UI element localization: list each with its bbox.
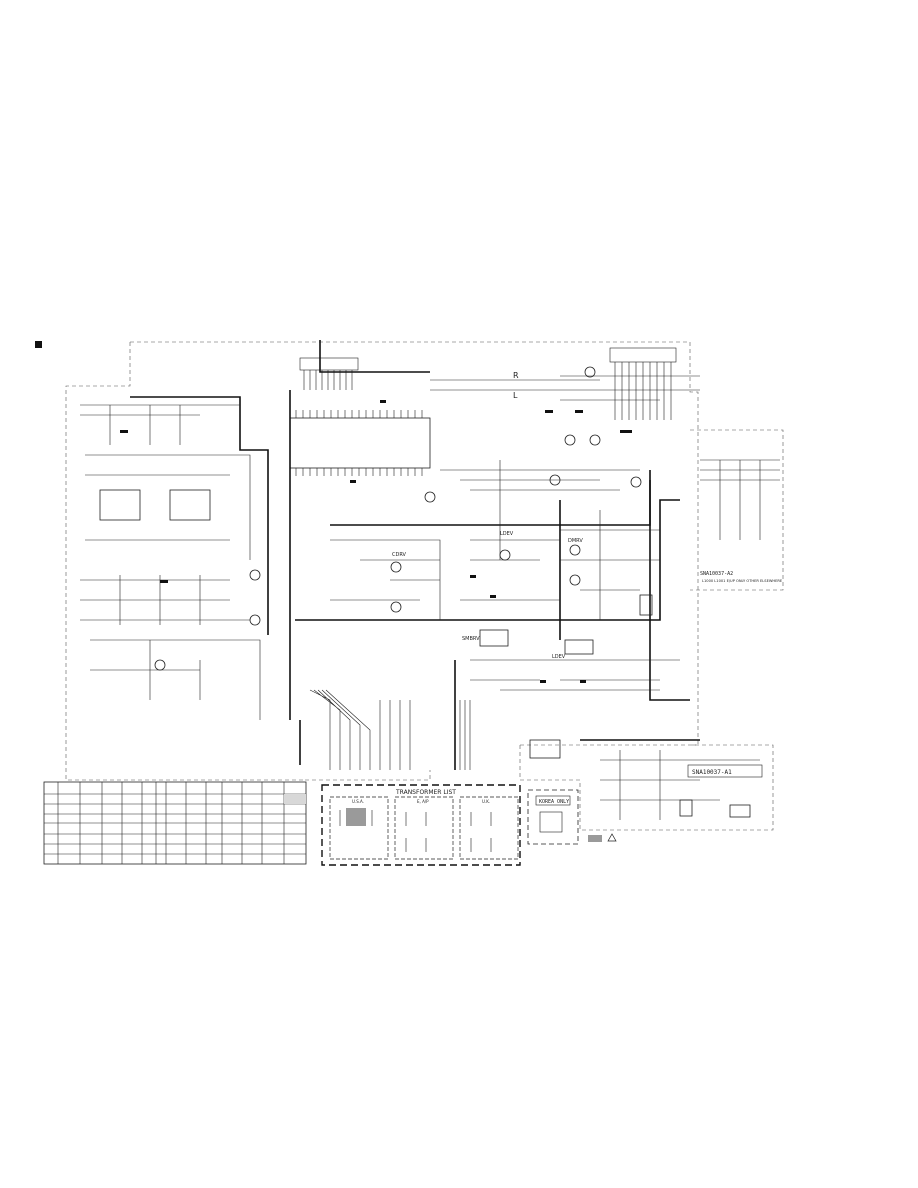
label-r: R: [513, 371, 519, 380]
transformer-list: TRANSFORMER LIST U.S.A. E, A/P U.K.: [321, 784, 521, 866]
label-smbrv: SMBRV: [462, 636, 480, 642]
label-l: L: [513, 391, 518, 400]
spec-table: [43, 781, 307, 865]
label-ldev-bottom: LDEV: [552, 654, 566, 660]
korea-only-label: KOREA ONLY: [539, 799, 569, 805]
board-outlines: [65, 341, 784, 831]
korea-only-box: KOREA ONLY: [527, 789, 579, 845]
tf-label-c: U.K.: [482, 799, 490, 804]
label-ldev-top: LDEV: [500, 531, 514, 537]
tf-label-a: U.S.A.: [352, 799, 364, 804]
safety-swatch: [588, 835, 602, 842]
tf-label-b: E, A/P: [417, 799, 429, 804]
thin-wiring: [80, 375, 780, 820]
section-marker: [35, 341, 42, 348]
model-code-bottom: SNA10037-A1: [692, 769, 732, 776]
transformer-list-title: TRANSFORMER LIST: [395, 789, 456, 796]
bus-lines: [130, 340, 700, 770]
model-code-box: [687, 764, 763, 778]
note-bottom-right: L1000 L1001 E/UP ONLY OTHER ELSEWHERE: [702, 579, 783, 583]
model-code-top: SNA10037-A2: [700, 571, 733, 577]
warning-icon: [607, 833, 617, 842]
main-ic: [289, 410, 431, 476]
label-dmrv: DMRV: [568, 538, 583, 544]
components: [99, 366, 751, 818]
label-cdrv: CDRV: [392, 552, 407, 558]
top-connectors: [299, 347, 677, 420]
